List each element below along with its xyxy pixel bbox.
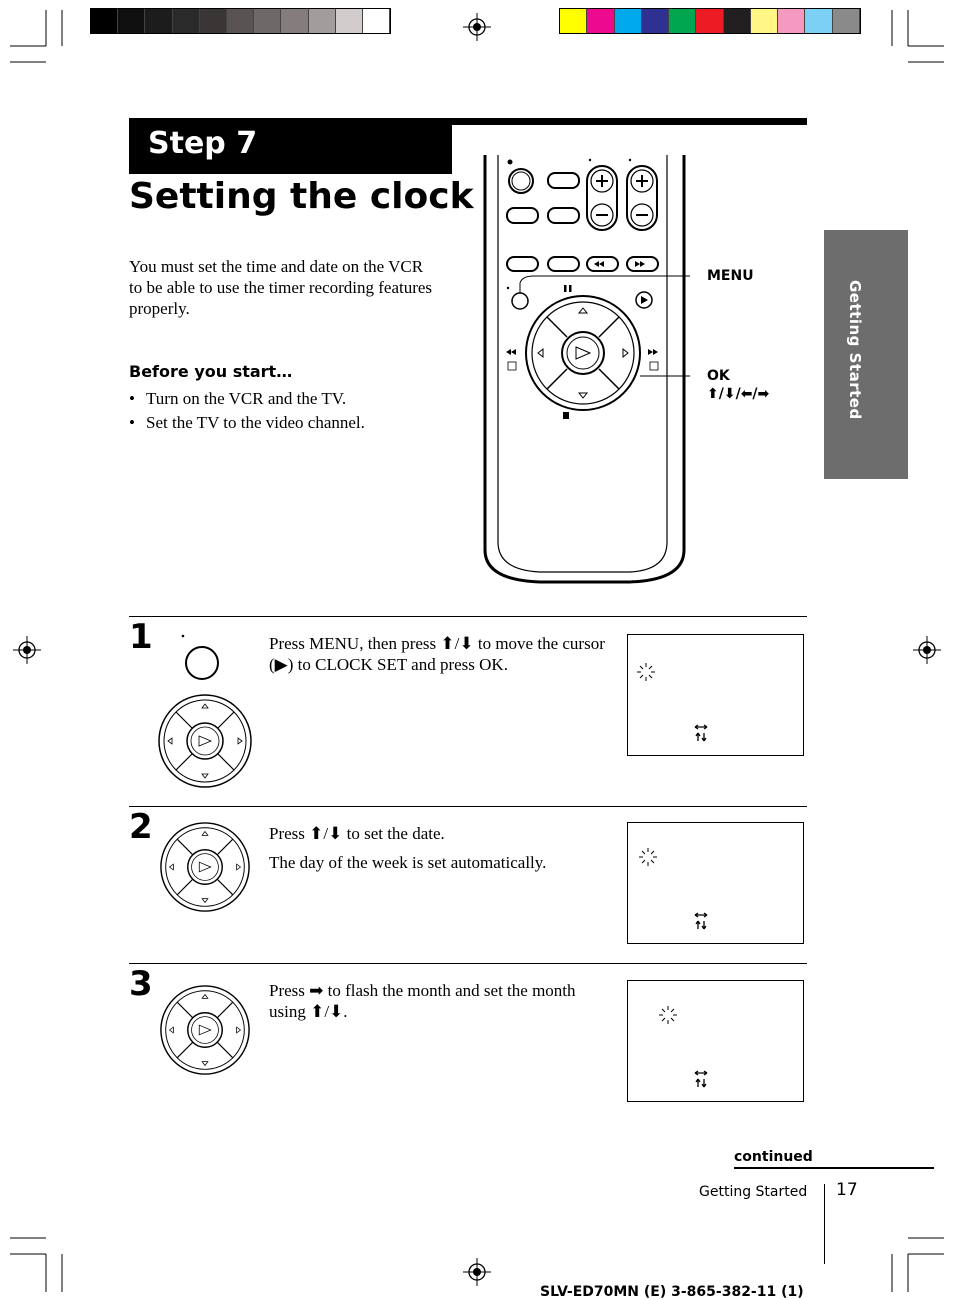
model-code: SLV-ED70MN (E) 3-865-382-11 (1) (540, 1284, 804, 1300)
continued-rule (734, 1167, 934, 1169)
page-title: Setting the clock (129, 176, 474, 217)
page-number: 17 (836, 1180, 858, 1200)
color-swatch (641, 9, 670, 33)
callout-arrows: ⬆/⬇/⬅/➡ (707, 386, 770, 402)
tv-screen-illustration (627, 634, 804, 756)
step-instruction-note: The day of the week is set automatically… (269, 853, 547, 872)
callout-menu: MENU (707, 268, 754, 284)
color-swatch (778, 9, 806, 33)
footer-divider (824, 1184, 825, 1264)
step-divider (129, 963, 807, 964)
color-swatch (696, 9, 724, 33)
color-swatch (587, 9, 615, 33)
header-rule-left (129, 118, 452, 125)
tv-screen-illustration (627, 980, 804, 1102)
step-instruction: Press ⬆/⬇ to set the date. (269, 824, 445, 843)
registration-mark-bottom (463, 1258, 491, 1286)
step-number: 3 (129, 964, 153, 1004)
color-swatch (832, 9, 860, 33)
before-start-item: Turn on the VCR and the TV. (129, 387, 365, 411)
registration-mark-left (13, 636, 41, 664)
section-side-tab-label: Getting Started (846, 280, 864, 420)
registration-mark-top (463, 13, 491, 41)
step-instruction: Press ➡ to flash the month and set the m… (269, 981, 576, 1021)
color-swatch (172, 9, 200, 33)
color-swatch (723, 9, 751, 33)
continued-label: continued (734, 1149, 813, 1165)
registration-mark-right (913, 636, 941, 664)
before-start-list: Turn on the VCR and the TV. Set the TV t… (129, 387, 365, 435)
navigation-pad-illustration (160, 985, 250, 1075)
remote-control-illustration (483, 155, 690, 584)
color-swatch (145, 9, 173, 33)
color-swatch (335, 9, 363, 33)
navigation-pad-illustration (158, 694, 252, 788)
color-swatch (118, 9, 146, 33)
intro-text: You must set the time and date on the VC… (129, 257, 433, 318)
color-swatch (614, 9, 642, 33)
tv-screen-illustration (627, 822, 804, 944)
before-start-item: Set the TV to the video channel. (129, 411, 365, 435)
callout-ok: OK (707, 368, 730, 384)
color-swatch (750, 9, 779, 33)
step-instruction: Press MENU, then press ⬆/⬇ to move the c… (269, 634, 605, 674)
step-divider (129, 616, 807, 617)
footer-section-name: Getting Started (699, 1184, 808, 1200)
color-swatch (91, 9, 119, 33)
color-bar (559, 8, 861, 34)
step-banner (129, 125, 452, 174)
step-divider (129, 806, 807, 807)
menu-button-illustration (181, 634, 219, 680)
color-swatch (199, 9, 227, 33)
step-number: 2 (129, 807, 153, 847)
navigation-pad-illustration (160, 822, 250, 912)
color-swatch (669, 9, 697, 33)
header-rule-right (452, 118, 807, 125)
color-swatch (362, 9, 391, 33)
color-swatch (281, 9, 309, 33)
step-label: Step 7 (148, 126, 258, 161)
color-swatch (254, 9, 282, 33)
before-start-heading: Before you start… (129, 362, 293, 381)
step-number: 1 (129, 617, 153, 657)
section-side-tab (824, 230, 908, 479)
grayscale-bar (90, 8, 391, 34)
color-swatch (805, 9, 833, 33)
color-swatch (226, 9, 255, 33)
color-swatch (560, 9, 588, 33)
color-swatch (308, 9, 336, 33)
